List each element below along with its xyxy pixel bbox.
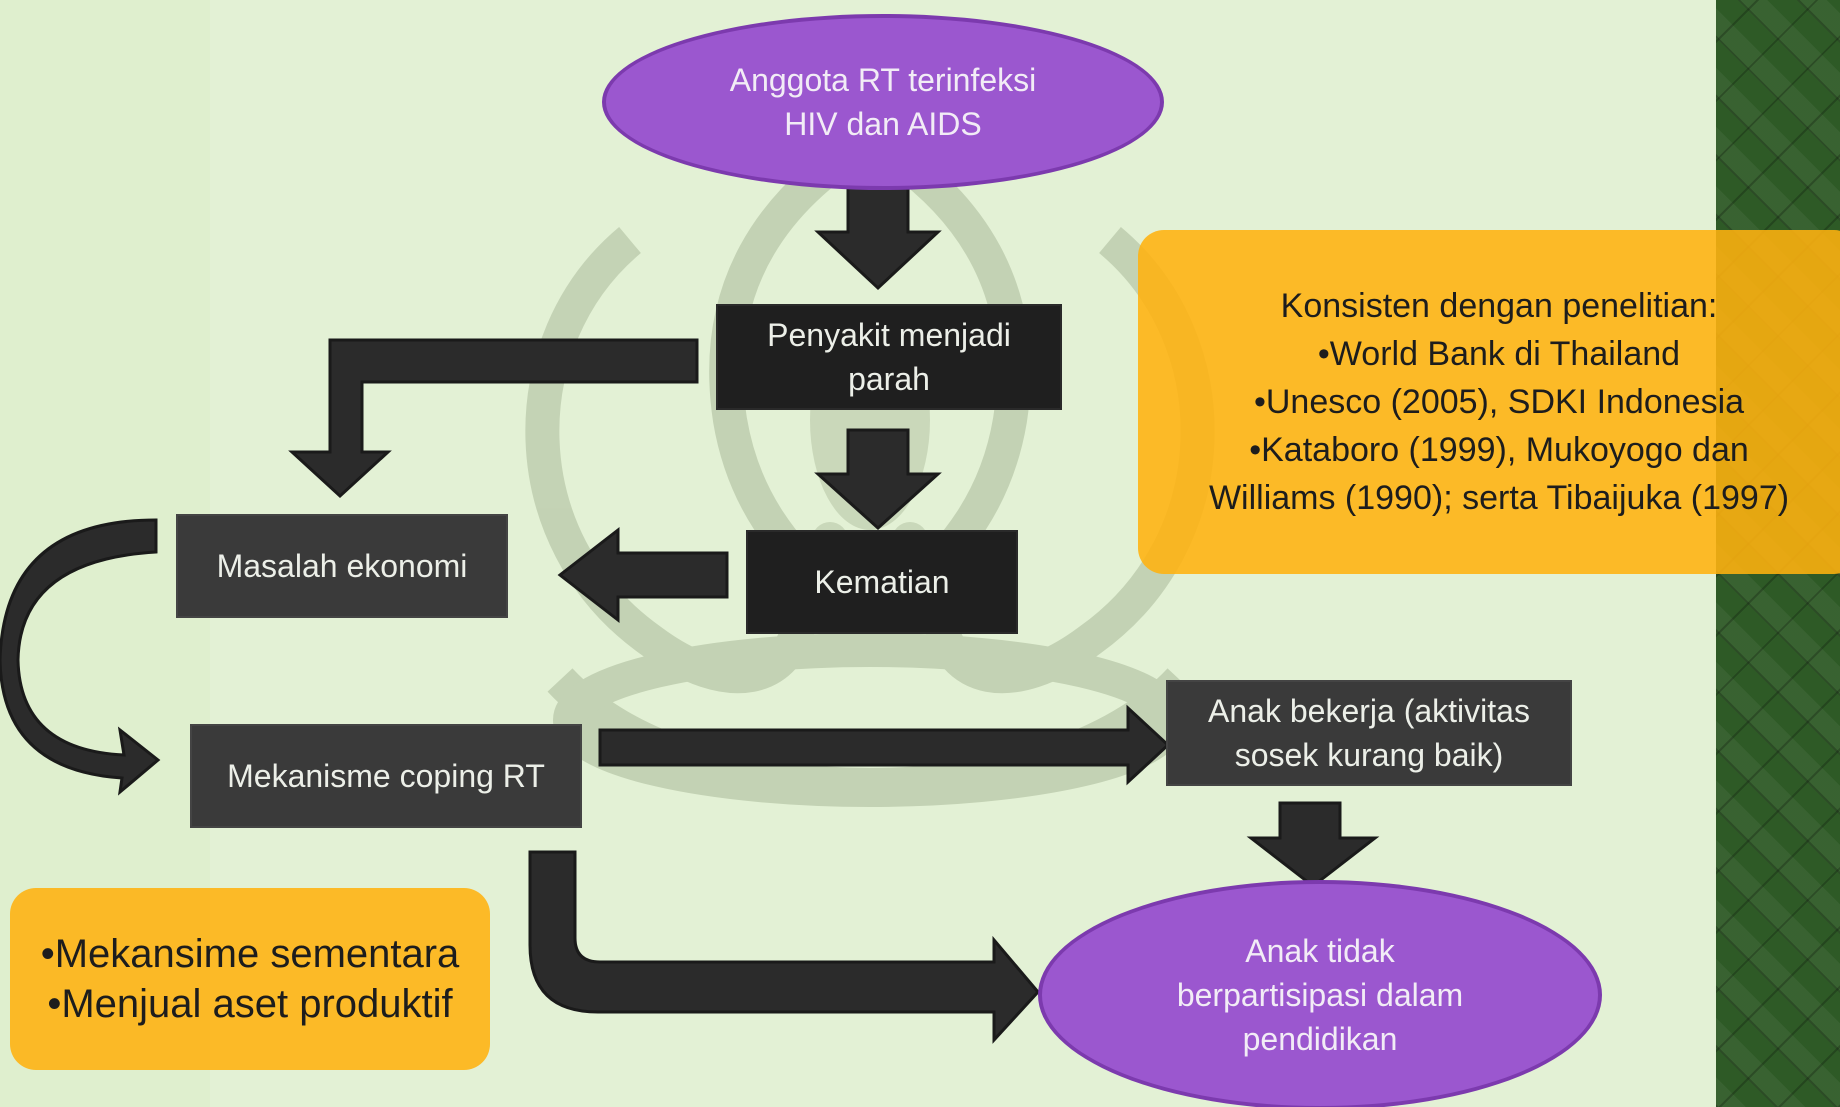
note-right-line-2: •World Bank di Thailand [1317, 335, 1681, 373]
node-kematian-label: Kematian [814, 564, 950, 600]
note-coping-mechanisms: •Mekansime sementara •Menjual aset produ… [10, 888, 490, 1070]
node-bekerja-line-1: Anak bekerja (aktivitas [1208, 693, 1530, 729]
node-ekonomi-label: Masalah ekonomi [216, 548, 468, 584]
node-mekanisme-coping: Mekanisme coping RT [190, 724, 582, 828]
node-masalah-ekonomi: Masalah ekonomi [176, 514, 508, 618]
node-penyakit-line-2: parah [848, 361, 930, 397]
node-bottom-line-1: Anak tidak [1245, 933, 1395, 969]
node-anak-bekerja: Anak bekerja (aktivitas sosek kurang bai… [1166, 680, 1572, 786]
node-penyakit-parah: Penyakit menjadi parah [716, 304, 1062, 410]
node-kematian: Kematian [746, 530, 1018, 634]
arrow-coping-to-bottom [528, 850, 1040, 1044]
note-right-line-5: Williams (1990); serta Tibaijuka (1997) [1208, 479, 1790, 517]
node-bottom-line-3: pendidikan [1242, 1021, 1398, 1057]
arrow-kematian-to-ekonomi [557, 526, 729, 624]
node-hiv-aids: Anggota RT terinfeksi HIV dan AIDS [602, 14, 1164, 190]
node-hiv-aids-line-1: Anggota RT terinfeksi [729, 62, 1037, 98]
node-hiv-aids-line-2: HIV dan AIDS [784, 106, 982, 142]
arrow-coping-to-bekerja [598, 704, 1171, 786]
note-right-line-1: Konsisten dengan penelitian: [1280, 287, 1718, 325]
arrow-top-down-1 [814, 183, 942, 291]
note-right-line-4: •Kataboro (1999), Mukoyogo dan [1249, 431, 1749, 469]
note-research-consistency: Konsisten dengan penelitian: •World Bank… [1138, 230, 1840, 574]
arrow-top-down-2 [814, 428, 942, 531]
note-left-line-1: •Mekansime sementara [40, 932, 460, 976]
arrow-left-to-ekonomi [288, 338, 699, 499]
node-anak-tidak-berpartisipasi: Anak tidak berpartisipasi dalam pendidik… [1038, 880, 1602, 1107]
note-right-line-3: •Unesco (2005), SDKI Indonesia [1253, 383, 1745, 421]
arrow-curved-ekonomi-to-coping [0, 518, 161, 796]
arrow-bekerja-down [1246, 801, 1380, 888]
node-penyakit-line-1: Penyakit menjadi [767, 317, 1011, 353]
note-left-line-2: •Menjual aset produktif [47, 982, 453, 1026]
node-coping-label: Mekanisme coping RT [227, 758, 545, 794]
node-bottom-line-2: berpartisipasi dalam [1176, 977, 1464, 1013]
node-bekerja-line-2: sosek kurang baik) [1234, 737, 1504, 773]
